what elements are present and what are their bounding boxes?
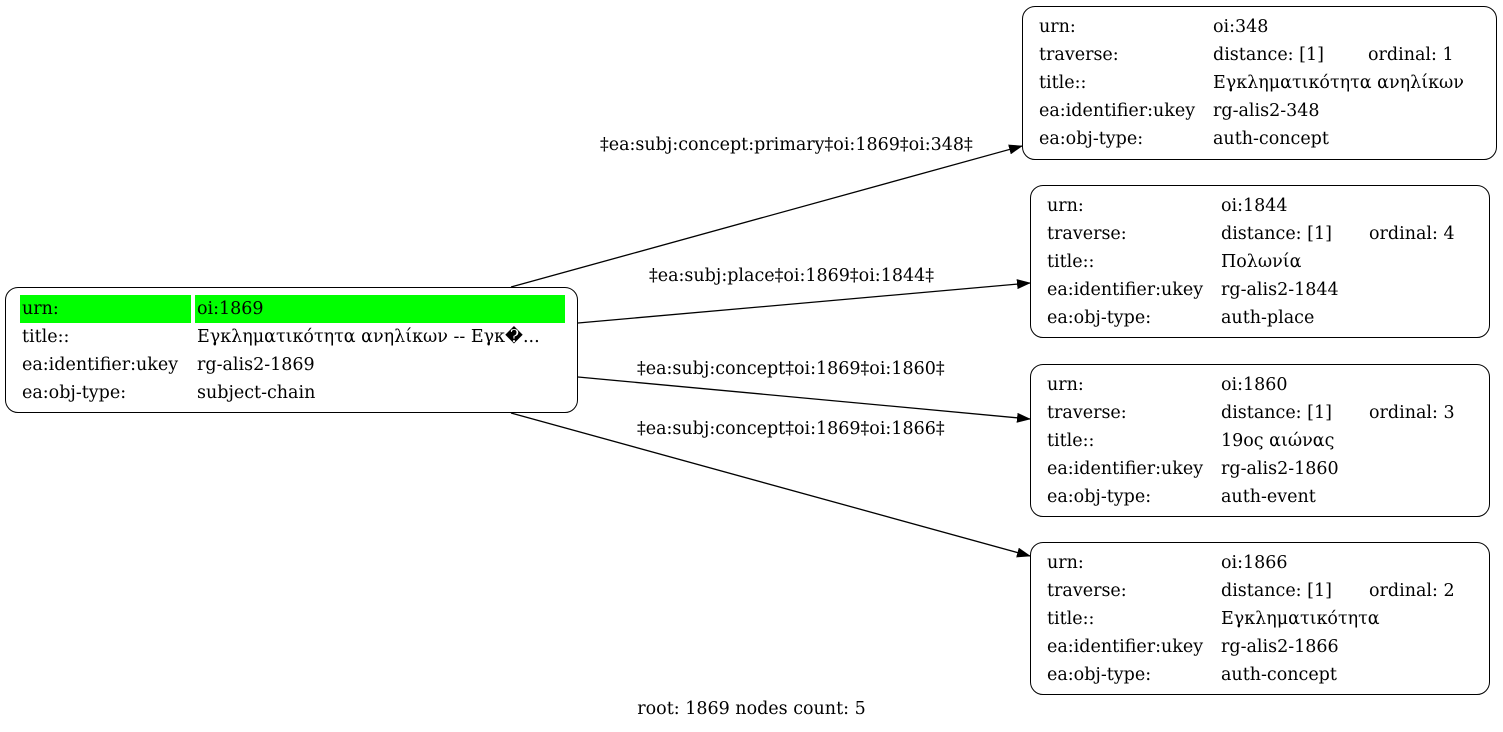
node-field-value: rg-alis2-1844	[1221, 280, 1339, 300]
node-field-key: title::	[22, 327, 70, 347]
node-field-key: traverse:	[1047, 403, 1127, 423]
node-row: ea:identifier:ukey rg-alis2-1869	[6, 351, 577, 379]
node-field-value: auth-concept	[1213, 129, 1329, 149]
node-field-key: ea:identifier:ukey	[1039, 101, 1196, 121]
edge-label: ‡ea:subj:concept:primary‡oi:1869‡oi:348‡	[600, 135, 973, 155]
node-oi-1866[interactable]: urn: oi:1866 traverse: distance: [1] ord…	[1030, 542, 1490, 695]
node-field-value: Εγκληματικότητα	[1221, 609, 1380, 629]
node-field-value: oi:348	[1213, 17, 1269, 37]
node-field-value: oi:1860	[1221, 375, 1288, 395]
node-field-value: Εγκληματικότητα ανηλίκων -- Εγκ�...	[197, 327, 540, 347]
node-field-value: oi:1866	[1221, 553, 1288, 573]
edge-label: ‡ea:subj:concept‡oi:1869‡oi:1866‡	[637, 419, 945, 439]
node-field-key: urn:	[1039, 17, 1076, 37]
node-field-value: subject-chain	[197, 383, 316, 403]
node-oi-348[interactable]: urn: oi:348 traverse: distance: [1] ordi…	[1022, 6, 1497, 160]
node-field-value-highlighted: oi:1869	[195, 295, 565, 323]
node-field-ordinal: ordinal: 1	[1368, 45, 1454, 65]
node-field-key: urn:	[1047, 375, 1084, 395]
node-field-distance: distance: [1]	[1221, 224, 1332, 244]
node-field-value: rg-alis2-348	[1213, 101, 1320, 121]
node-field-value: auth-event	[1221, 487, 1316, 507]
edge-label: ‡ea:subj:concept‡oi:1869‡oi:1860‡	[637, 359, 945, 379]
node-field-ordinal: ordinal: 3	[1369, 403, 1455, 423]
node-field-ordinal: ordinal: 4	[1369, 224, 1455, 244]
root-node[interactable]: urn: oi:1869 title:: Εγκληματικότητα ανη…	[5, 287, 578, 413]
node-field-value: auth-concept	[1221, 665, 1337, 685]
node-field-key: title::	[1047, 609, 1095, 629]
edge-line-348	[510, 144, 1023, 288]
node-field-key: ea:obj-type:	[1047, 487, 1152, 507]
node-field-value: Πολωνία	[1221, 252, 1302, 272]
node-field-key: ea:identifier:ukey	[1047, 459, 1204, 479]
node-oi-1860[interactable]: urn: oi:1860 traverse: distance: [1] ord…	[1030, 364, 1490, 517]
node-field-value: Εγκληματικότητα ανηλίκων	[1213, 73, 1464, 93]
node-field-ordinal: ordinal: 2	[1369, 581, 1455, 601]
node-row: title:: Εγκληματικότητα ανηλίκων -- Εγκ�…	[6, 323, 577, 351]
node-field-key: title::	[1039, 73, 1087, 93]
node-field-distance: distance: [1]	[1213, 45, 1324, 65]
node-field-key: title::	[1047, 431, 1095, 451]
node-field-key: ea:obj-type:	[1047, 308, 1152, 328]
node-field-value: rg-alis2-1866	[1221, 637, 1339, 657]
graph-footer: root: 1869 nodes count: 5	[637, 699, 866, 719]
node-field-key: ea:obj-type:	[1039, 129, 1144, 149]
node-field-key: urn:	[1047, 196, 1084, 216]
node-field-key: urn:	[1047, 553, 1084, 573]
node-oi-1844[interactable]: urn: oi:1844 traverse: distance: [1] ord…	[1030, 185, 1490, 338]
edge-line-1844	[577, 279, 1031, 324]
node-field-key: ea:obj-type:	[22, 383, 127, 403]
node-field-key: title::	[1047, 252, 1095, 272]
node-row: ea:obj-type: subject-chain	[6, 379, 577, 407]
node-field-value: auth-place	[1221, 308, 1315, 328]
node-field-key-highlighted: urn:	[20, 295, 191, 323]
node-field-value: 19ος αιώνας	[1221, 431, 1335, 451]
node-field-key: traverse:	[1047, 581, 1127, 601]
node-field-key: ea:obj-type:	[1047, 665, 1152, 685]
node-field-value: oi:1844	[1221, 196, 1288, 216]
edge-line-1866	[510, 412, 1031, 558]
edge-label: ‡ea:subj:place‡oi:1869‡oi:1844‡	[649, 266, 934, 286]
node-field-key: traverse:	[1039, 45, 1119, 65]
node-field-distance: distance: [1]	[1221, 403, 1332, 423]
node-field-key: traverse:	[1047, 224, 1127, 244]
node-field-value: rg-alis2-1860	[1221, 459, 1339, 479]
node-field-key: ea:identifier:ukey	[1047, 280, 1204, 300]
node-field-key: ea:identifier:ukey	[22, 355, 179, 375]
node-field-distance: distance: [1]	[1221, 581, 1332, 601]
node-row: urn: oi:1869	[6, 295, 577, 323]
edge-line-1860	[577, 376, 1031, 423]
node-field-key: ea:identifier:ukey	[1047, 637, 1204, 657]
node-field-value: rg-alis2-1869	[197, 355, 315, 375]
